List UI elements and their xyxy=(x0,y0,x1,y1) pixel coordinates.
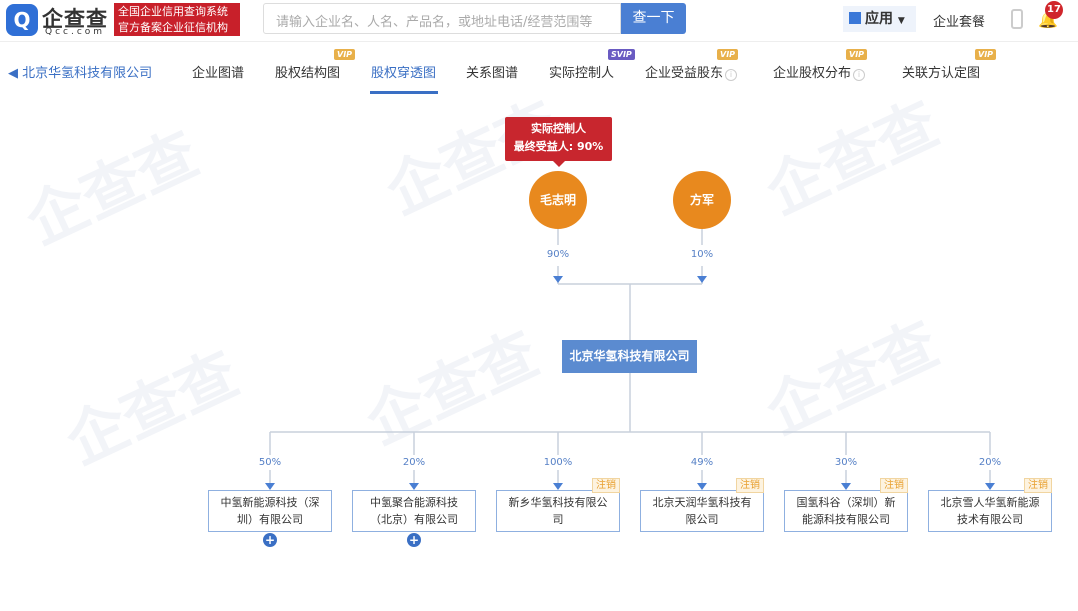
subsidiary-node[interactable]: 北京天润华氢科技有限公司 注销 xyxy=(640,478,764,532)
invest-percent: 100% xyxy=(543,457,573,468)
subsidiary-name: 新乡华氢科技有限公司 xyxy=(508,496,608,526)
expand-plus-icon[interactable]: + xyxy=(407,533,421,547)
invest-percent: 20% xyxy=(402,457,426,468)
logo-sub: Qcc.com xyxy=(45,27,106,37)
back-arrow-icon: ◀ xyxy=(8,66,23,81)
share-percent: 10% xyxy=(690,249,714,260)
company-name: 北京华氢科技有限公司 xyxy=(22,66,153,81)
tab-related-party[interactable]: 关联方认定图 xyxy=(902,66,981,81)
vip-badge: VIP xyxy=(717,49,739,60)
status-badge: 注销 xyxy=(592,478,620,493)
expand-plus-icon[interactable]: + xyxy=(263,533,277,547)
invest-percent: 49% xyxy=(690,457,714,468)
tab-actual-controller[interactable]: 实际控制人 xyxy=(549,66,615,81)
caret-down-icon: ▼ xyxy=(897,16,905,26)
status-badge: 注销 xyxy=(1024,478,1052,493)
grid-icon xyxy=(849,12,861,24)
graph-tabs: ◀ 北京华氢科技有限公司 企业图谱 股权结构图 VIP 股权穿透图 关系图谱 实… xyxy=(0,42,1078,94)
arrow-down-icon xyxy=(265,483,275,490)
root-company-node[interactable]: 北京华氢科技有限公司 xyxy=(562,340,697,373)
logo-text[interactable]: 企查查 xyxy=(42,7,108,31)
invest-percent: 20% xyxy=(978,457,1002,468)
notification-badge: 17 xyxy=(1045,1,1063,19)
enterprise-package-link[interactable]: 企业套餐 xyxy=(933,15,986,30)
svip-badge: SVIP xyxy=(608,49,635,60)
active-tab-indicator xyxy=(370,91,438,94)
tab-relationship[interactable]: 关系图谱 xyxy=(466,66,519,81)
arrow-down-icon xyxy=(553,483,563,490)
tip-title: 实际控制人 xyxy=(531,122,586,135)
slogan-line: 官方备案企业征信机构 xyxy=(118,21,228,34)
vip-badge: VIP xyxy=(975,49,997,60)
slogan-line: 全国企业信用查询系统 xyxy=(118,5,228,18)
vip-badge: VIP xyxy=(334,49,356,60)
back-link[interactable]: ◀ 北京华氢科技有限公司 xyxy=(8,62,152,81)
slogan-banner: 全国企业信用查询系统官方备案企业征信机构 xyxy=(114,3,240,36)
invest-percent: 30% xyxy=(834,457,858,468)
info-icon[interactable]: i xyxy=(853,69,866,81)
status-badge: 注销 xyxy=(736,478,764,493)
search-button[interactable]: 查一下 xyxy=(621,3,686,34)
subsidiary-node[interactable]: 中氢聚合能源科技（北京）有限公司 xyxy=(352,490,476,532)
shareholder-node[interactable]: 毛志明 xyxy=(529,171,587,229)
tip-beneficiary: 最终受益人: 90% xyxy=(513,140,604,153)
share-percent: 90% xyxy=(546,249,570,260)
arrow-down-icon xyxy=(985,483,995,490)
arrow-down-icon xyxy=(841,483,851,490)
vip-badge: VIP xyxy=(846,49,868,60)
logo-icon[interactable]: Q xyxy=(6,4,38,36)
status-badge: 注销 xyxy=(880,478,908,493)
tab-equity-structure[interactable]: 股权结构图 xyxy=(275,66,341,81)
invest-percent: 50% xyxy=(258,457,282,468)
shareholder-node[interactable]: 方军 xyxy=(673,171,731,229)
controller-tooltip: 实际控制人最终受益人: 90% xyxy=(505,117,612,167)
subsidiary-name: 中氢聚合能源科技（北京）有限公司 xyxy=(370,496,458,526)
tab-label: 企业股权分布 xyxy=(773,66,852,81)
subsidiary-node[interactable]: 新乡华氢科技有限公司 注销 xyxy=(496,478,620,532)
tab-label: 企业受益股东 xyxy=(645,66,724,81)
subsidiary-name: 中氢新能源科技（深圳）有限公司 xyxy=(220,496,320,526)
top-header: Q 企查查 Qcc.com 全国企业信用查询系统官方备案企业征信机构 请输入企业… xyxy=(0,0,1078,42)
subsidiary-node[interactable]: 国氢科谷（深圳）新能源科技有限公司 注销 xyxy=(784,478,908,532)
apps-label: 应用 xyxy=(865,11,893,27)
tab-equity-penetration[interactable]: 股权穿透图 xyxy=(371,66,437,81)
info-icon[interactable]: i xyxy=(725,69,738,81)
subsidiary-name: 国氢科谷（深圳）新能源科技有限公司 xyxy=(796,496,896,526)
search-input[interactable]: 请输入企业名、人名、产品名，或地址电话/经营范围等 xyxy=(263,3,621,34)
subsidiary-node[interactable]: 北京雪人华氢新能源技术有限公司 注销 xyxy=(928,478,1052,532)
subsidiary-node[interactable]: 中氢新能源科技（深圳）有限公司 xyxy=(208,490,332,532)
arrow-down-icon xyxy=(697,483,707,490)
mobile-icon[interactable] xyxy=(1011,9,1023,29)
tab-enterprise-graph[interactable]: 企业图谱 xyxy=(192,66,245,81)
subsidiary-name: 北京天润华氢科技有限公司 xyxy=(652,496,752,526)
apps-menu[interactable]: 应用 ▼ xyxy=(843,6,916,32)
subsidiary-name: 北京雪人华氢新能源技术有限公司 xyxy=(940,496,1040,526)
arrow-down-icon xyxy=(409,483,419,490)
